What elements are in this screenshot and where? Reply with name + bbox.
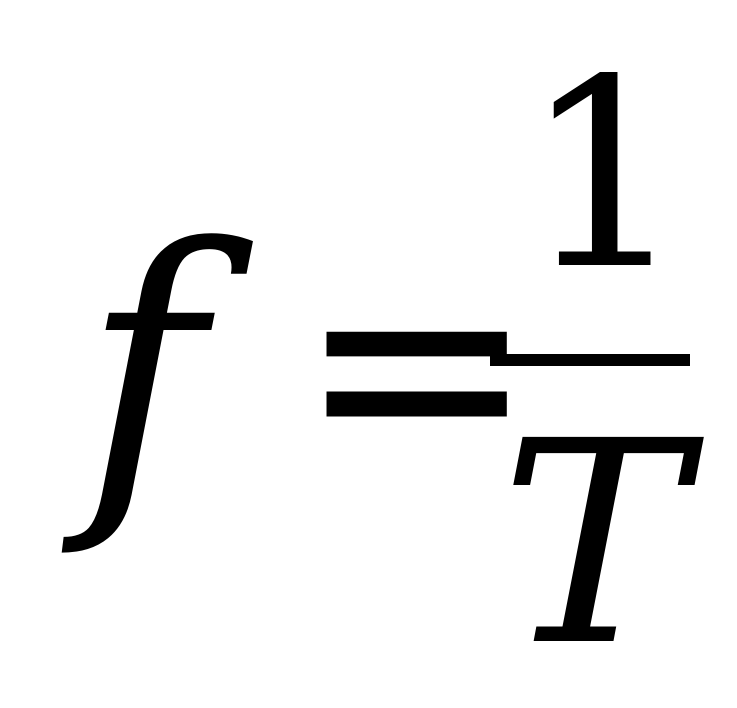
variable-f: f [82,178,205,562]
fraction-bar [490,354,690,366]
fraction-numerator: 1 [522,25,688,327]
frequency-equation: f = 1 T [82,25,690,685]
fraction-denominator: T [500,382,687,708]
